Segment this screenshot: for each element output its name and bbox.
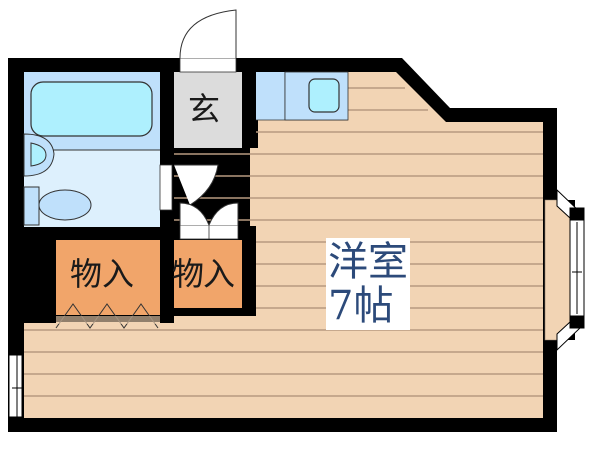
toilet-bowl xyxy=(38,189,92,221)
entrance-floor[interactable] xyxy=(174,72,242,148)
kitchen-sink xyxy=(308,78,340,113)
bathroom-door[interactable] xyxy=(159,164,173,211)
storage-center[interactable] xyxy=(174,240,242,308)
folding-door[interactable] xyxy=(55,303,159,329)
storage-left-label: 物入 xyxy=(70,255,135,293)
front-door-swing[interactable] xyxy=(179,9,237,59)
bathtub xyxy=(30,81,153,137)
front-door-opening[interactable] xyxy=(179,57,237,73)
storage-left[interactable] xyxy=(56,240,160,315)
western-room-label: 洋室 7帖 xyxy=(326,238,410,330)
toilet-tank xyxy=(23,186,40,226)
room-size: 7帖 xyxy=(328,283,394,329)
storage-center-label: 物入 xyxy=(172,255,235,293)
left-window xyxy=(8,354,23,418)
entrance-label: 玄 xyxy=(188,90,221,128)
room-type: 洋室 xyxy=(328,239,408,285)
western-room-floor xyxy=(24,72,543,418)
bay-window xyxy=(556,188,585,352)
